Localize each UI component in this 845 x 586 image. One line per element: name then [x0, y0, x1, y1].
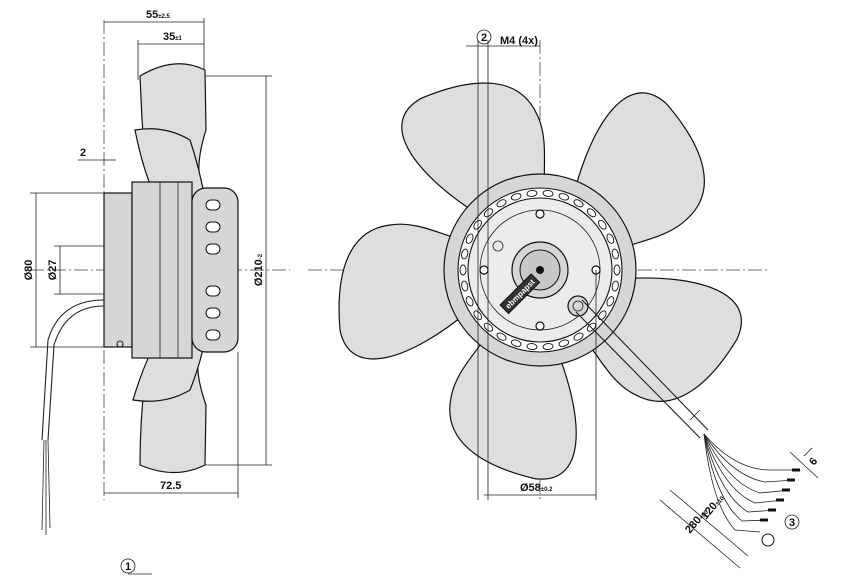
- front-cable: [575, 299, 709, 439]
- vent-hole: [598, 310, 607, 321]
- dim-80-label: Ø80: [23, 260, 35, 281]
- side-rotor-cap: [191, 187, 239, 353]
- vent-hole: [573, 332, 584, 341]
- vent-hole: [510, 193, 522, 201]
- vent-hole: [465, 296, 474, 307]
- vent-hole: [465, 233, 474, 244]
- vent-hole: [558, 339, 570, 347]
- vent-hole: [483, 208, 494, 218]
- dim-27-label: Ø27: [47, 260, 59, 281]
- side-rotor-body: [131, 181, 193, 359]
- front-ground-symbol: [492, 240, 504, 252]
- marker-2-label: 2: [481, 32, 487, 44]
- marker-1-label: 1: [125, 561, 131, 573]
- side-view: 55±2.5 35±1 2 Ø80 Ø27 Ø210-2 72.5 1: [23, 9, 290, 575]
- dim-210-label: Ø210-2: [253, 253, 265, 286]
- ring-terminal: [761, 533, 775, 547]
- marker-2-circle: [476, 29, 492, 45]
- vent-hole: [606, 296, 615, 307]
- marker-3-label: 3: [789, 517, 795, 529]
- vent-hole: [573, 199, 584, 208]
- front-shaft: [536, 266, 544, 274]
- dim-55-label: 55±2.5: [146, 9, 171, 21]
- vent-hole: [526, 189, 538, 197]
- vent-hole: [526, 343, 538, 351]
- vent-hole: [613, 264, 621, 276]
- vent-hole: [496, 199, 507, 208]
- side-cable: [41, 299, 105, 441]
- dim-6-label: 6: [807, 456, 820, 468]
- front-dimensions: [466, 40, 819, 569]
- marker-3-circle: [784, 514, 800, 530]
- dim-35-label: 35±1: [163, 31, 183, 43]
- thread-label: M4 (4x): [500, 35, 538, 47]
- vent-hole: [598, 219, 607, 230]
- front-view: ebmpapst: [308, 29, 820, 569]
- wire-ends: [760, 468, 800, 522]
- vent-hole: [483, 322, 494, 332]
- dim-2-label: 2: [80, 147, 86, 159]
- vent-hole: [461, 280, 469, 292]
- vent-hole: [611, 248, 619, 260]
- vent-hole: [542, 189, 554, 197]
- front-wires: [703, 433, 800, 533]
- dim-72-5-label: 72.5: [160, 480, 181, 492]
- vent-hole: [461, 248, 469, 260]
- vent-hole: [606, 233, 615, 244]
- vent-hole: [510, 339, 522, 347]
- side-cooling-slots: [205, 199, 221, 341]
- vent-hole: [586, 208, 597, 218]
- front-cable-gland: [567, 295, 589, 317]
- vent-hole: [542, 343, 554, 351]
- dim-58-label: Ø58±0.2: [520, 482, 553, 494]
- vent-hole: [611, 280, 619, 292]
- vent-hole: [496, 332, 507, 341]
- side-dimensions: [30, 18, 272, 575]
- vent-hole: [459, 264, 467, 276]
- front-screw-holes: [479, 209, 601, 331]
- vent-hole: [558, 193, 570, 201]
- side-motor-flange: [103, 192, 133, 348]
- front-vent-holes: [459, 189, 621, 351]
- marker-1-circle: [120, 558, 136, 574]
